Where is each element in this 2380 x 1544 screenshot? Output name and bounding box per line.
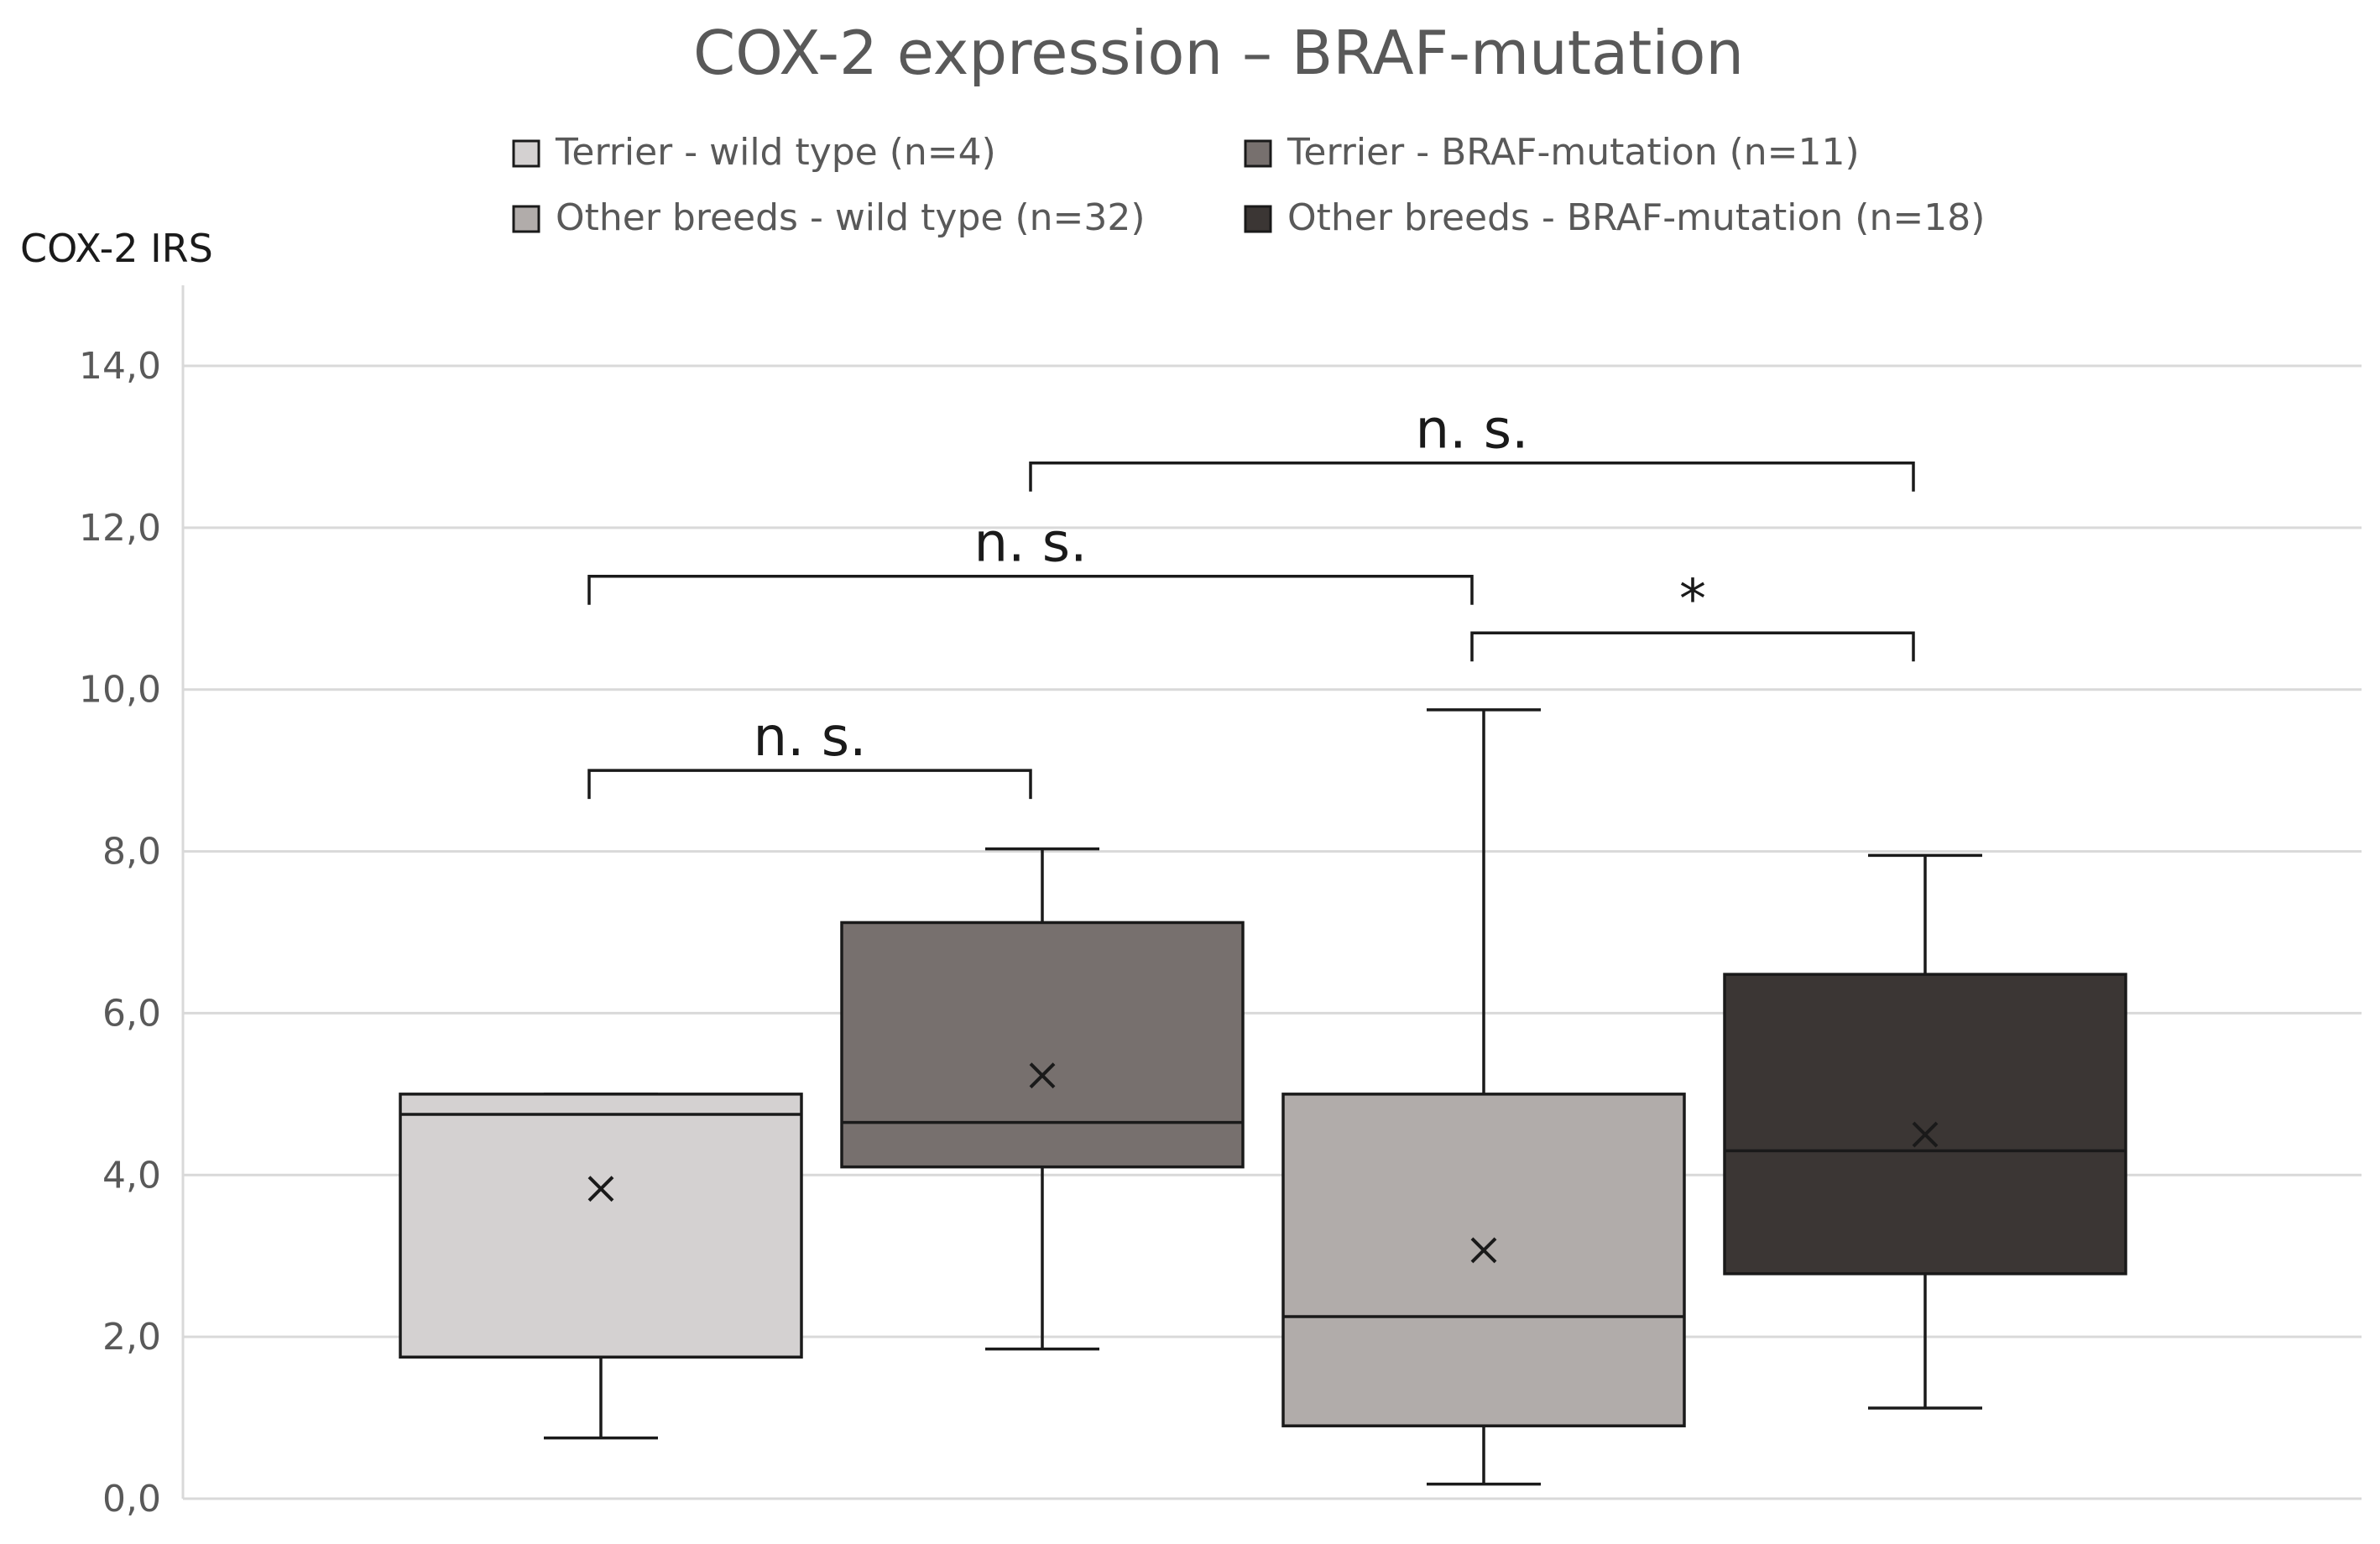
legend-label: Other breeds - wild type (n=32) [556, 196, 1146, 239]
box-2 [1281, 708, 1686, 1486]
legend: Terrier - wild type (n=4) Terrier - BRAF-… [512, 131, 1985, 239]
box-iqr [1281, 1093, 1686, 1427]
significance-brackets: n. s. n. s. n. s. * [587, 399, 1915, 800]
bracket-line [1029, 461, 1915, 492]
mean-marker [587, 1176, 614, 1202]
legend-swatch [512, 205, 540, 233]
box-1 [840, 847, 1245, 1351]
bracket-line [1470, 631, 1915, 662]
y-tick-label: 8,0 [102, 831, 161, 874]
significance-label: n. s. [974, 513, 1088, 575]
chart-title: COX-2 expression – BRAF-mutation [693, 18, 1744, 88]
box-iqr [840, 921, 1245, 1169]
box-iqr [1723, 973, 2127, 1275]
y-tick-label: 2,0 [102, 1316, 161, 1359]
significance-label: * [1679, 569, 1706, 631]
legend-label: Terrier - wild type (n=4) [555, 131, 996, 174]
mean-marker [1470, 1237, 1497, 1264]
boxes [399, 708, 2127, 1486]
mean-marker [1912, 1121, 1939, 1148]
legend-swatch [512, 139, 540, 168]
significance-label: n. s. [754, 707, 867, 769]
bracket-line [587, 769, 1032, 800]
box-iqr [399, 1093, 803, 1359]
y-axis-label: COX-2 IRS [20, 226, 213, 271]
y-axis-ticks: 0,0 2,0 4,0 6,0 8,0 10,0 12,0 14,0 [79, 345, 161, 1521]
y-tick-label: 14,0 [79, 345, 161, 388]
significance-bracket: n. s. [1029, 399, 1915, 492]
significance-bracket: n. s. [587, 707, 1032, 800]
significance-bracket: * [1470, 569, 1915, 662]
y-tick-label: 4,0 [102, 1154, 161, 1197]
legend-label: Terrier - BRAF-mutation (n=11) [1287, 131, 1860, 174]
legend-swatch [1244, 205, 1272, 233]
bracket-line [587, 574, 1474, 605]
legend-label: Other breeds - BRAF-mutation (n=18) [1287, 196, 1985, 239]
box-3 [1723, 853, 2127, 1410]
mean-marker [1029, 1062, 1056, 1089]
box-0 [399, 1093, 803, 1440]
significance-bracket: n. s. [587, 513, 1474, 605]
legend-swatch [1244, 139, 1272, 168]
significance-label: n. s. [1416, 399, 1529, 462]
y-tick-label: 12,0 [79, 507, 161, 550]
y-tick-label: 0,0 [102, 1478, 161, 1521]
y-tick-label: 6,0 [102, 992, 161, 1035]
y-tick-label: 10,0 [79, 669, 161, 712]
